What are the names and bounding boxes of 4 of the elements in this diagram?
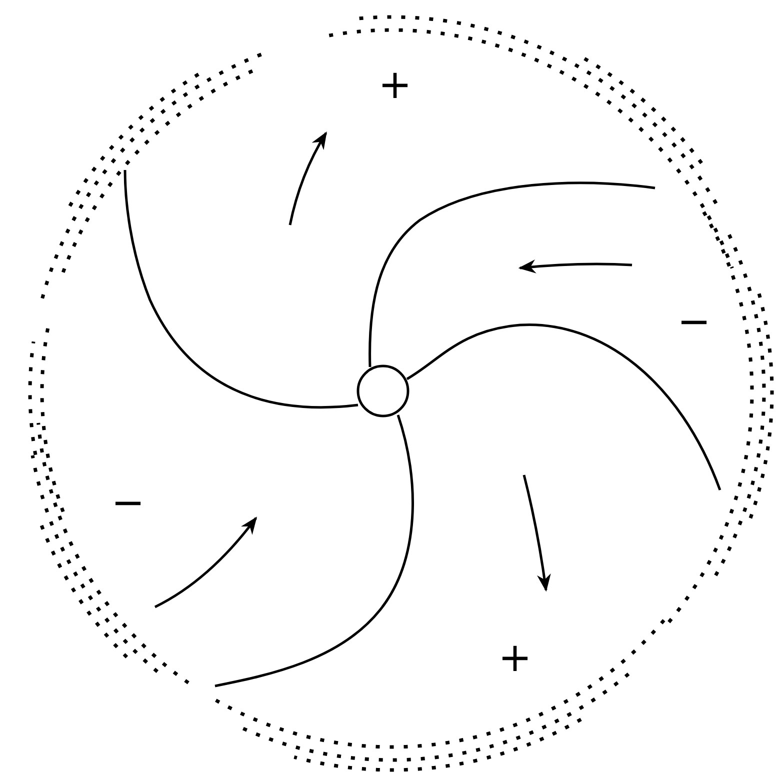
charge-sign: − bbox=[677, 302, 711, 342]
charge-sign: − bbox=[111, 483, 145, 523]
charge-sign: + bbox=[378, 65, 412, 105]
charge-sign: + bbox=[498, 638, 532, 678]
